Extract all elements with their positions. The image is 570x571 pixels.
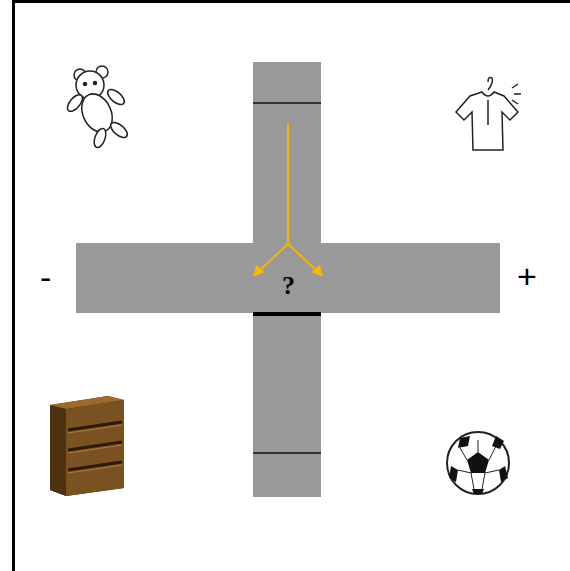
arrow-head xyxy=(311,265,323,277)
soccer-ball-icon xyxy=(447,432,509,494)
plus-sign: + xyxy=(517,259,537,293)
frame-left xyxy=(12,0,15,571)
shirt-icon xyxy=(456,78,521,151)
stop-line xyxy=(253,312,321,316)
road-mark xyxy=(253,452,321,454)
arrow-head xyxy=(253,265,265,277)
question-mark: ? xyxy=(282,273,295,299)
minus-sign: - xyxy=(40,260,51,294)
frame-top xyxy=(12,0,570,3)
bookshelf-icon xyxy=(50,396,124,496)
road-horizontal xyxy=(76,243,500,313)
road-mark xyxy=(253,102,321,104)
teddy-bear-icon xyxy=(65,66,130,149)
path-arrow xyxy=(258,124,318,272)
